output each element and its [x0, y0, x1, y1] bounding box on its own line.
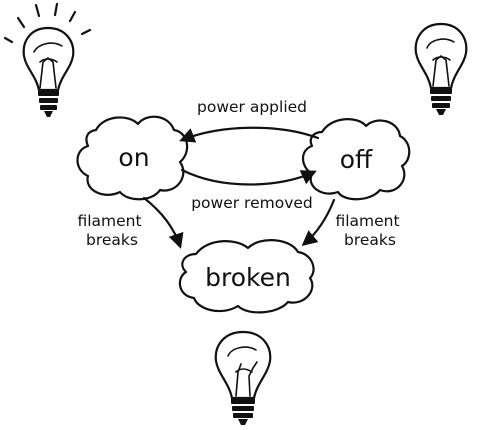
broken-lightbulb-icon	[214, 330, 272, 425]
label-off-to-broken: filament breaks	[335, 212, 404, 249]
state-broken: broken	[178, 239, 315, 314]
state-label-broken: broken	[205, 263, 291, 292]
lit-lightbulb-icon	[3, 2, 92, 117]
arrow-off-filament-breaks	[301, 198, 336, 246]
state-label-off: off	[340, 145, 373, 174]
label-power-removed: power removed	[191, 194, 313, 212]
arrow-power-applied	[179, 126, 320, 143]
arrow-power-removed	[180, 168, 317, 186]
label-on-to-broken: filament breaks	[77, 212, 146, 249]
label-power-applied: power applied	[197, 98, 307, 116]
label-off-to-broken-line-1: filament	[335, 212, 399, 230]
unlit-lightbulb-icon	[414, 22, 468, 115]
state-off: off	[301, 118, 411, 201]
label-on-to-broken-line-2: breaks	[86, 231, 138, 249]
state-on: on	[76, 115, 189, 201]
label-on-to-broken-line-1: filament	[77, 212, 141, 230]
label-off-to-broken-line-2: breaks	[344, 231, 396, 249]
light-rays	[3, 2, 92, 44]
state-label-on: on	[118, 143, 149, 172]
arrow-on-filament-breaks	[142, 196, 184, 249]
